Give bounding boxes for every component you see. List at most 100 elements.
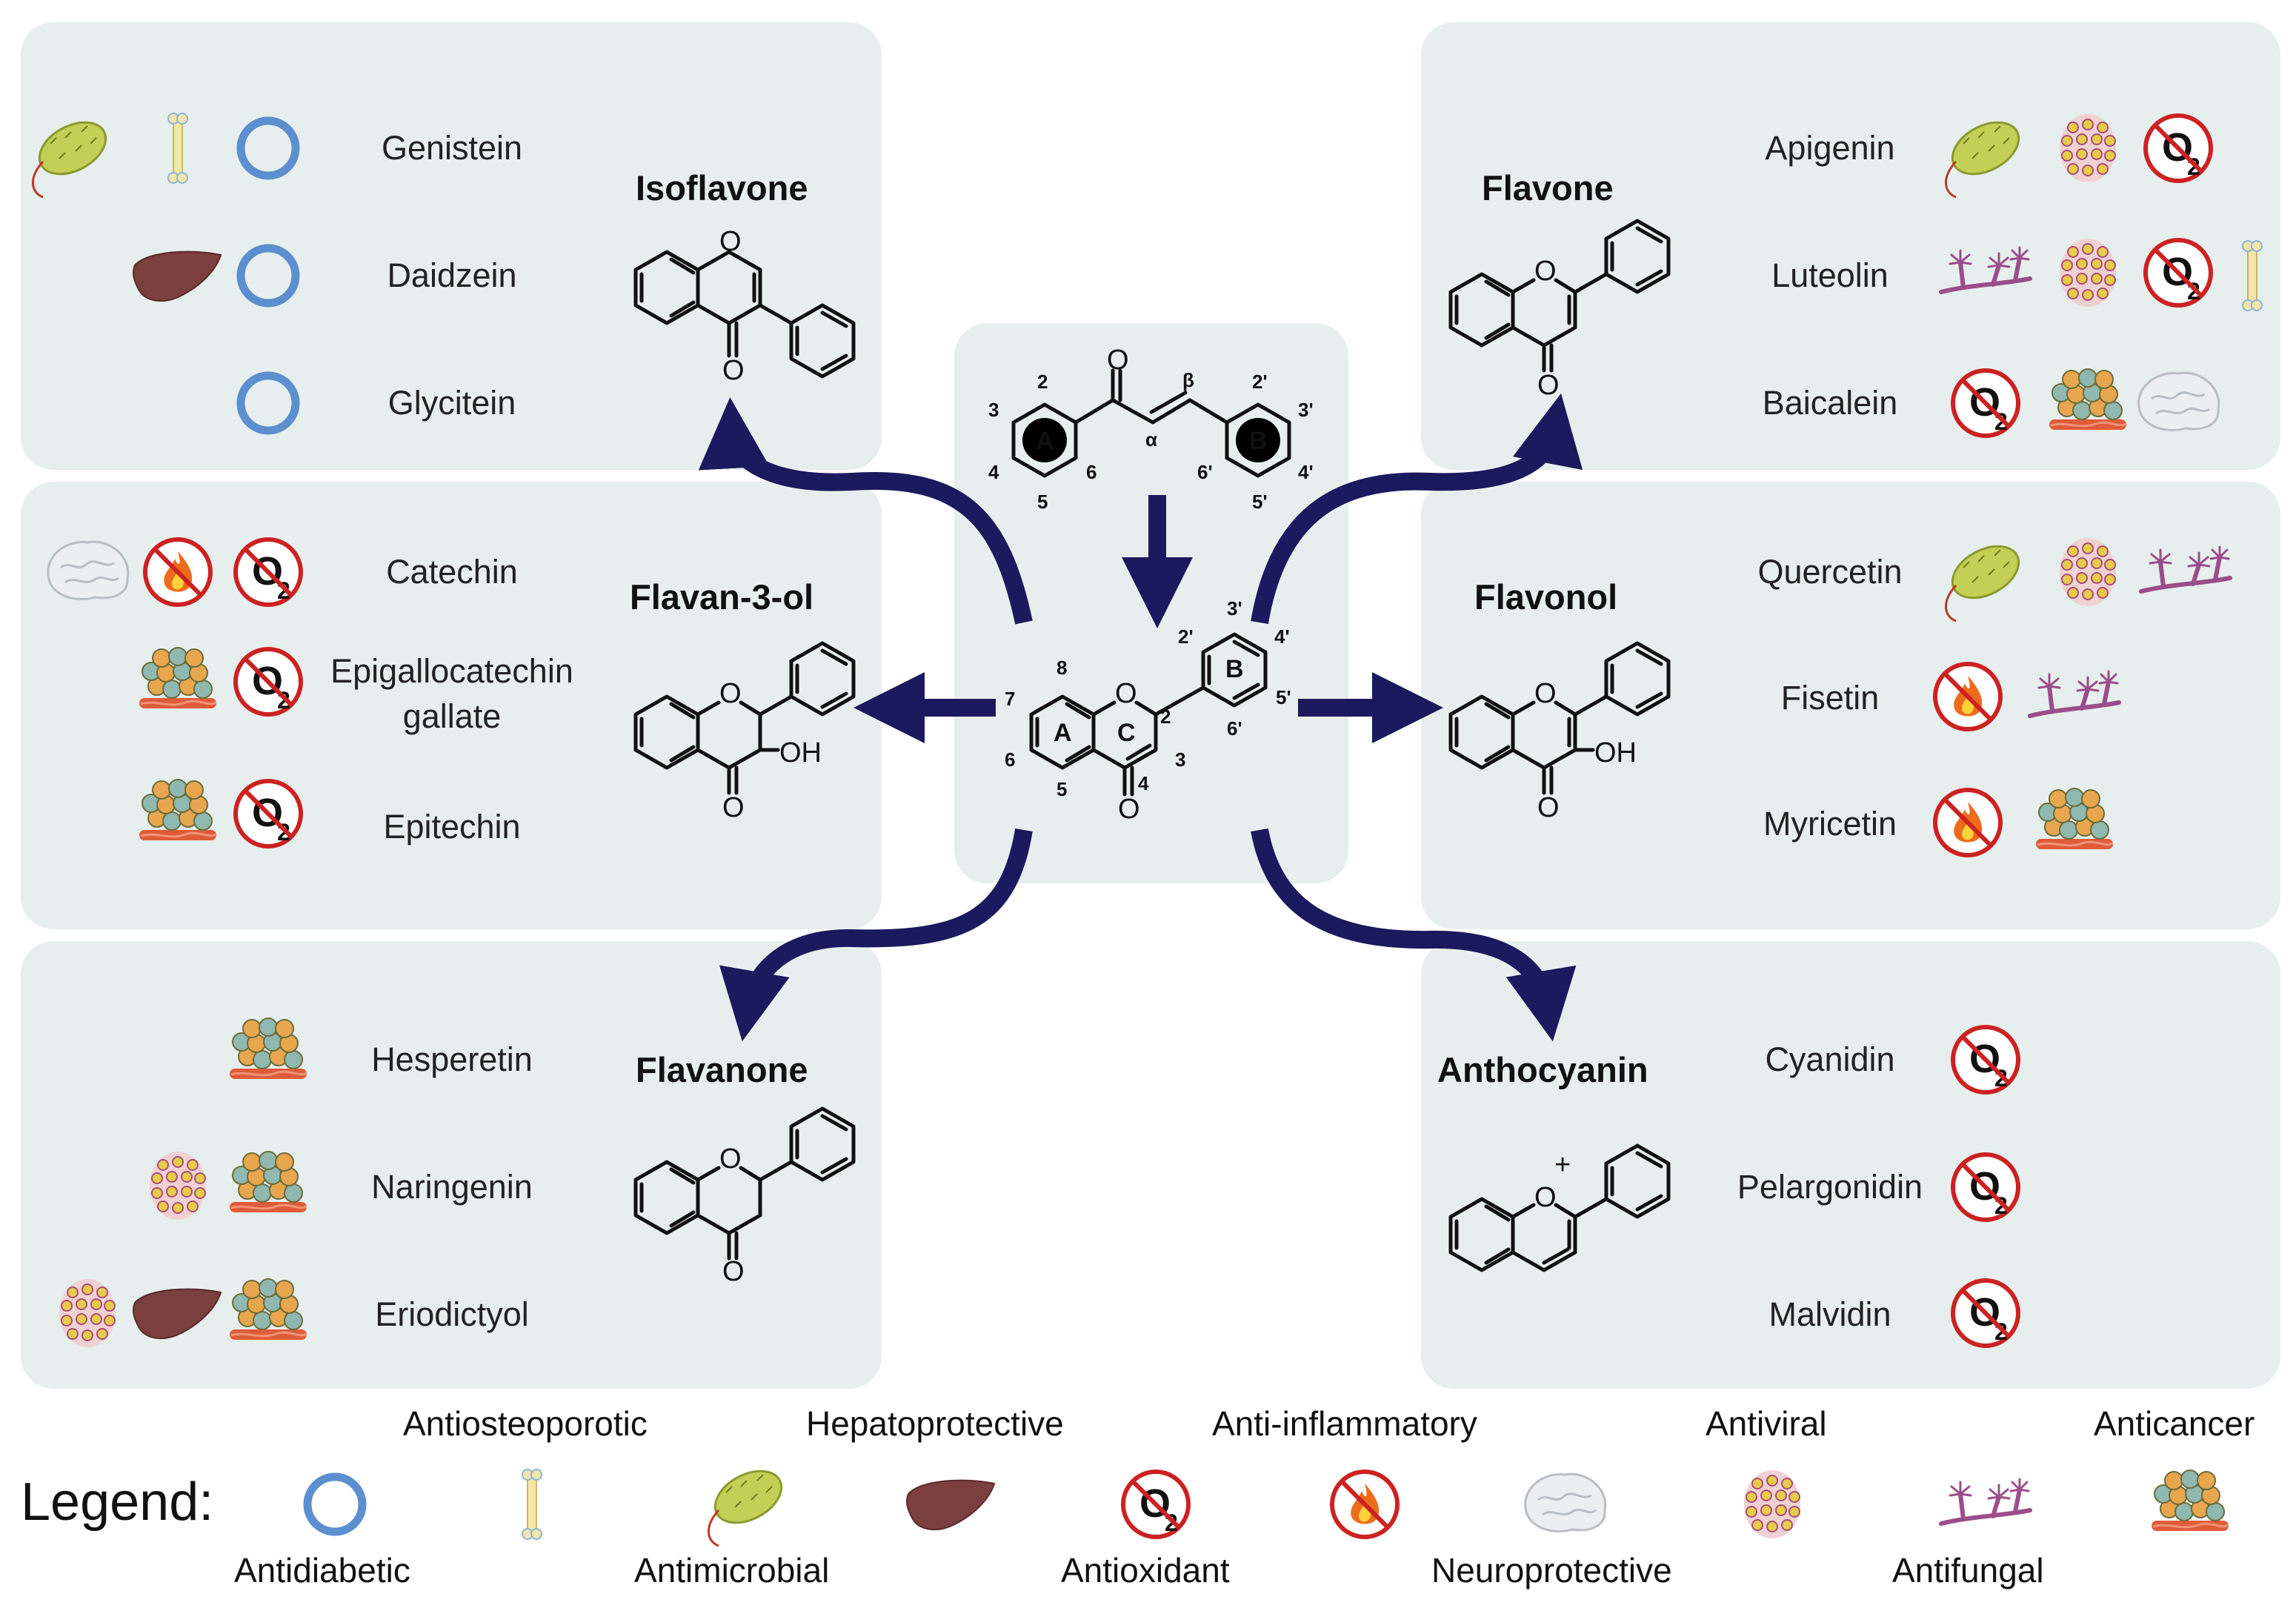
legend-anti-inflammatory: Anti-inflammatory [1212,1404,1477,1443]
arrow-to-flavone [1251,393,1583,625]
legend-antioxidant-icon [1123,1472,1188,1537]
compound-fisetin: Fisetin [1780,679,1880,717]
antidiabetic-ring-icon [241,248,296,303]
core-num-2p: 2' [1178,625,1194,648]
core-num-3: 3 [1175,748,1185,771]
chalcone-num-5p: 5' [1252,491,1268,513]
legend-cancer-icon [2150,1469,2230,1532]
brain-icon [2137,371,2220,431]
chalcone-num-6p: 6' [1197,461,1213,483]
chalcone-beta: β [1182,369,1194,391]
virus-icon [2059,113,2117,183]
compound-pelargonidin: Pelargonidin [1737,1168,1923,1206]
cancer-cells-icon [228,1278,308,1341]
anthocyanin-plus: + [1554,1149,1571,1180]
compound-cyanidin: Cyanidin [1765,1040,1895,1078]
flavanone-structure [633,1106,856,1261]
cancer-cells-icon [2034,787,2114,851]
compound-naringenin: Naringenin [371,1168,533,1206]
legend-flame-icon [1332,1472,1397,1537]
legend-bacteria-icon [705,1459,791,1547]
legend-virus-icon [1743,1469,1801,1539]
core-num-4p: 4' [1274,625,1290,648]
core-num-6: 6 [1005,748,1015,771]
arrow-to-flavanone [719,828,1033,1042]
arrow-to-isoflavone [698,397,1033,625]
flavonol-panel [1421,482,2280,929]
legend-hepatoprotective: Hepatoprotective [806,1404,1064,1443]
core-ketone-o: O [1118,794,1140,825]
core-ring-c: C [1117,719,1136,747]
legend-title: Legend: [21,1472,214,1532]
anthocyanin-title: Anthocyanin [1437,1050,1648,1089]
isoflavone-o: O [719,226,742,257]
flavanone-title: Flavanone [636,1050,808,1089]
chalcone-num-3p: 3' [1298,399,1314,421]
virus-icon [2059,238,2117,308]
flavan3ol-ketone-o: O [722,792,745,823]
compound-hesperetin: Hesperetin [371,1040,533,1078]
chalcone-ring-b: B [1249,427,1268,455]
legend-bone-icon [522,1469,542,1540]
cancer-cells-icon [228,1150,308,1214]
core-num-2: 2 [1160,705,1171,728]
cancer-cells-icon [138,646,218,710]
flavone-title: Flavone [1482,168,1614,207]
compound-catechin: Catechin [386,553,518,591]
flavone-o: O [1534,256,1557,287]
antidiabetic-ring-icon [241,376,296,431]
flavone-ketone-o: O [1537,370,1560,401]
core-num-6p: 6' [1227,717,1242,740]
core-flavone-structure [1029,632,1268,797]
compound-eriodictyol: Eriodictyol [375,1295,529,1333]
bacteria-icon [1943,110,2029,199]
anthocyanin-structure [1448,1143,1671,1272]
legend-antioxidant: Antioxidant [1061,1551,1230,1590]
flavonol-oh: OH [1594,737,1637,768]
isoflavone-panel [21,22,882,470]
chalcone-num-2: 2 [1037,371,1048,393]
flavone-structure [1448,219,1671,373]
legend-antidiabetic-icon [307,1477,362,1532]
cancer-cells-icon [228,1017,308,1080]
virus-icon [59,1278,116,1348]
core-num-8: 8 [1057,657,1067,679]
antioxidant-o2-icon [236,781,301,846]
liver-icon [133,250,222,302]
legend-liver-icon [906,1479,995,1531]
flavan3ol-oh: OH [779,737,822,768]
antioxidant-o2-icon [2146,240,2211,305]
legend-neuroprotective: Neuroprotective [1431,1551,1672,1590]
compound-myricetin: Myricetin [1763,805,1897,843]
compound-luteolin: Luteolin [1771,256,1889,294]
virus-icon [149,1151,207,1221]
compound-genistein: Genistein [381,129,523,167]
legend-antiviral: Antiviral [1706,1404,1827,1443]
antioxidant-o2-icon [1953,1027,2018,1092]
bacteria-icon [1943,534,2029,622]
brain-icon [47,540,130,600]
compound-malvidin: Malvidin [1768,1295,1891,1333]
chalcone-ketone-o: O [1107,345,1129,376]
bone-icon [167,113,188,184]
core-num-3p: 3' [1227,597,1242,620]
antioxidant-o2-icon [236,649,301,714]
isoflavone-structure [633,250,856,379]
compound-apigenin: Apigenin [1765,129,1895,167]
compound-glycitein: Glycitein [387,384,516,422]
bone-icon [2242,240,2263,311]
flavonol-structure [1448,641,1671,795]
virus-icon [2059,537,2117,607]
legend-antimicrobial: Antimicrobial [634,1551,830,1590]
arrow-to-anthocyanin [1251,828,1577,1042]
flavan3ol-title: Flavan-3-ol [630,577,814,617]
chalcone-num-3: 3 [988,399,999,421]
chalcone-ring-a: A [1036,427,1054,455]
flavanone-o: O [719,1143,742,1175]
isoflavone-ketone-o: O [722,355,745,386]
legend-antiosteoporotic: Antiosteoporotic [403,1404,648,1443]
chalcone-alpha: α [1145,428,1157,451]
chalcone-num-4p: 4' [1298,461,1314,483]
flavonol-ketone-o: O [1537,792,1560,823]
